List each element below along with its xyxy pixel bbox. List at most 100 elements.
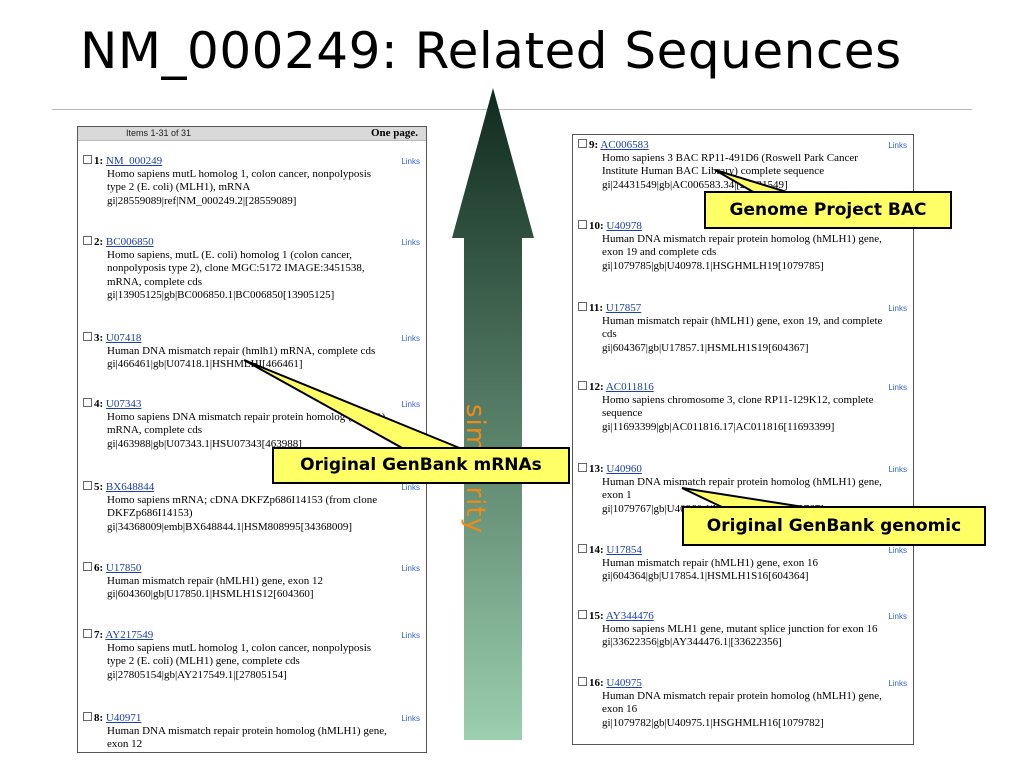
- record-line: gi|604364|gb|U17854.1|HSMLH1S16[604364]: [602, 570, 809, 583]
- record-links-link[interactable]: Links: [888, 383, 907, 392]
- record-line: Homo sapiens mRNA; cDNA DKFZp686I14153 (…: [107, 494, 378, 506]
- record-checkbox[interactable]: [578, 139, 587, 148]
- record-line: exon 16: [602, 703, 638, 716]
- record-line: Human DNA mismatch repair protein homolo…: [602, 690, 882, 702]
- record-checkbox[interactable]: [578, 381, 587, 390]
- record-line: Homo sapiens mutL homolog 1, colon cance…: [107, 642, 372, 654]
- record-number: 6:: [94, 562, 104, 574]
- record-description: Homo sapiens DNA mismatch repair protein…: [83, 411, 420, 451]
- accession-link[interactable]: U17857: [605, 302, 642, 314]
- record-line: mRNA, complete cds: [107, 275, 203, 288]
- record-line: Human DNA mismatch repair protein homolo…: [602, 233, 882, 245]
- record-links-link[interactable]: Links: [401, 238, 420, 247]
- record-header: 6: U17850 Links: [83, 562, 420, 575]
- accession-link[interactable]: U07343: [105, 398, 142, 410]
- record-number: 16:: [589, 677, 604, 689]
- record-line: Homo sapiens MLH1 gene, mutant splice ju…: [602, 623, 878, 635]
- record-checkbox[interactable]: [83, 398, 92, 407]
- record-links-link[interactable]: Links: [888, 465, 907, 474]
- record-checkbox[interactable]: [83, 332, 92, 341]
- accession-link[interactable]: BC006850: [105, 236, 154, 248]
- record-header: 4: U07343 Links: [83, 398, 420, 411]
- record-number: 12:: [589, 381, 604, 393]
- one-page-label[interactable]: One page.: [370, 127, 418, 139]
- record-checkbox[interactable]: [83, 481, 92, 490]
- record-line: DKFZp686I14153): [107, 507, 193, 520]
- callout-original-genbank-genomic: Original GenBank genomic: [682, 506, 986, 546]
- record-line: Homo sapiens chromosome 3, clone RP11-12…: [602, 394, 874, 406]
- record-checkbox[interactable]: [83, 155, 92, 164]
- record-line: exon 1: [602, 489, 632, 502]
- accession-link[interactable]: U40971: [105, 712, 142, 724]
- record-description: Homo sapiens mRNA; cDNA DKFZp686I14153 (…: [83, 494, 420, 534]
- accession-link[interactable]: U40960: [606, 463, 642, 475]
- accession-link[interactable]: U40978: [606, 220, 642, 232]
- record-line: sequence: [602, 407, 643, 420]
- record-number: 13:: [589, 463, 604, 475]
- record-links-link[interactable]: Links: [401, 631, 420, 640]
- record-links-link[interactable]: Links: [888, 141, 907, 150]
- record-checkbox[interactable]: [578, 463, 587, 472]
- record-header: 2: BC006850 Links: [83, 236, 420, 249]
- record-checkbox[interactable]: [83, 236, 92, 245]
- record-links-link[interactable]: Links: [888, 546, 907, 555]
- record-checkbox[interactable]: [578, 610, 587, 619]
- record-checkbox[interactable]: [83, 712, 92, 721]
- accession-link[interactable]: U17854: [606, 544, 642, 556]
- record-number: 2:: [94, 236, 104, 248]
- record-links-link[interactable]: Links: [401, 564, 420, 573]
- accession-link[interactable]: AC011816: [605, 381, 654, 393]
- record-line: type 2 (E. coli) (MLH1), mRNA: [107, 181, 251, 194]
- record-description: Homo sapiens MLH1 gene, mutant splice ju…: [578, 623, 907, 650]
- accession-link[interactable]: U40975: [606, 677, 642, 689]
- record-checkbox[interactable]: [578, 677, 587, 686]
- record-checkbox[interactable]: [578, 220, 587, 229]
- record-links-link[interactable]: Links: [888, 612, 907, 621]
- accession-link[interactable]: NM_000249: [105, 155, 163, 167]
- record-line: gi|13905125|gb|BC006850.1|BC006850[13905…: [107, 288, 335, 301]
- record-links-link[interactable]: Links: [401, 483, 420, 492]
- record-line: exon 12: [107, 738, 143, 751]
- record-line: Human mismatch repair (hMLH1) gene, exon…: [602, 315, 883, 327]
- record-header: 16: U40975 Links: [578, 677, 907, 690]
- accession-link[interactable]: U07418: [105, 332, 142, 344]
- record-checkbox[interactable]: [83, 629, 92, 638]
- record-number: 3:: [94, 332, 104, 344]
- record-checkbox[interactable]: [578, 544, 587, 553]
- record-line: nonpolyposis type 2), clone MGC:5172 IMA…: [107, 262, 365, 275]
- record-links-link[interactable]: Links: [401, 334, 420, 343]
- record-line: Homo sapiens, mutL (E. coli) homolog 1 (…: [107, 249, 353, 261]
- record-links-link[interactable]: Links: [401, 400, 420, 409]
- record-line: type 2 (E. coli) (MLH1) gene, complete c…: [107, 655, 300, 668]
- record-line: Human DNA mismatch repair protein homolo…: [602, 476, 882, 488]
- accession-link[interactable]: BX648844: [105, 481, 155, 493]
- record-checkbox[interactable]: [578, 302, 587, 311]
- record-number: 4:: [94, 398, 104, 410]
- record-links-link[interactable]: Links: [401, 714, 420, 723]
- accession-link[interactable]: AC006583: [600, 139, 649, 151]
- record-line: gi|1079782|gb|U40975.1|HSGHMLH16[1079782…: [602, 716, 824, 729]
- record-checkbox[interactable]: [83, 562, 92, 571]
- record-description: Homo sapiens 3 BAC RP11-491D6 (Roswell P…: [578, 152, 907, 192]
- record-links-link[interactable]: Links: [888, 679, 907, 688]
- record-line: gi|466461|gb|U07418.1|HSHMLHI[466461]: [107, 358, 303, 371]
- accession-link[interactable]: U17850: [105, 562, 142, 574]
- record-number: 5:: [94, 481, 104, 493]
- record-links-link[interactable]: Links: [888, 304, 907, 313]
- record-line: gi|24431549|gb|AC006583.34|[24431549]: [602, 178, 788, 191]
- accession-link[interactable]: AY217549: [105, 629, 154, 641]
- accession-link[interactable]: AY344476: [605, 610, 654, 622]
- record-links-link[interactable]: Links: [401, 157, 420, 166]
